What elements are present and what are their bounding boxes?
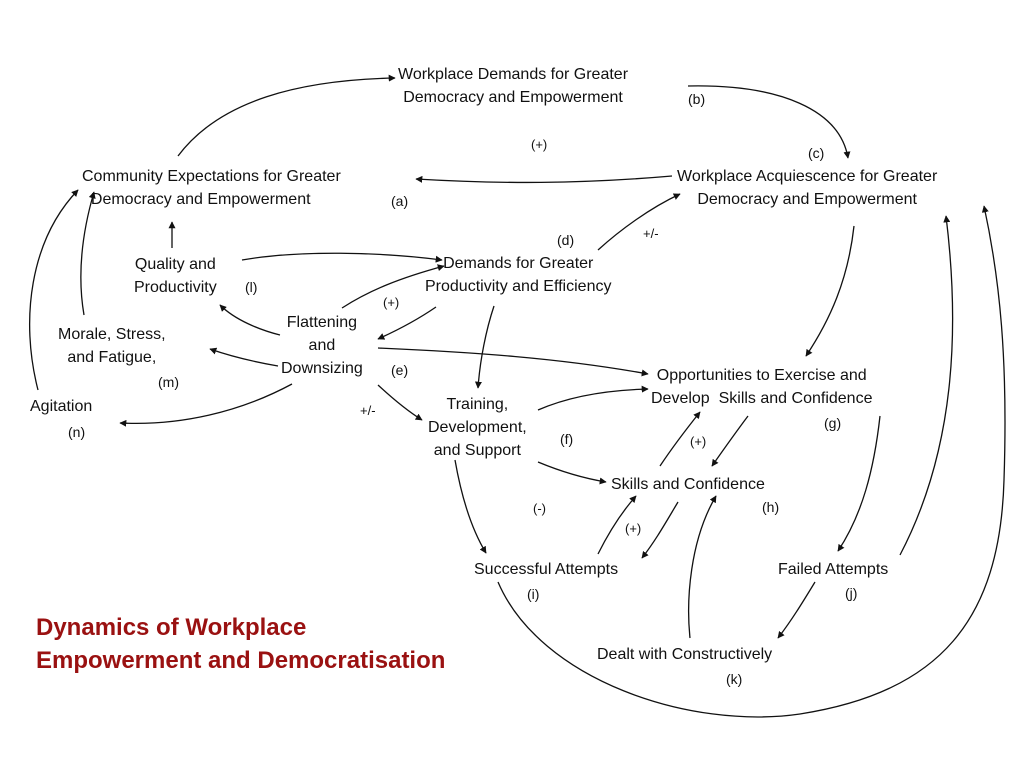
arrow-f-to-h [537,461,607,485]
arrow-f-to-i [454,459,487,554]
node-workplace-demands: Workplace Demands for Greater Democracy … [398,66,629,106]
node-failed-attempts: Failed Attempts [778,561,889,578]
arrow-f-to-g [537,385,649,411]
polarity-flattening-loop: (+) [383,295,400,310]
polarity-opportunity-loop: (+) [690,434,707,449]
tag-i: (i) [527,586,540,602]
arrow-e-to-n [119,383,293,427]
tag-d: (d) [557,232,575,248]
arrow-i-to-h [597,495,637,555]
polarity-success-loop: (+) [625,521,642,536]
tag-k: (k) [726,671,743,687]
arrow-d-to-e [377,306,437,340]
arrow-g-to-j [837,415,881,552]
arrow-g-to-h [711,415,749,467]
arrow-c-to-a [415,175,673,184]
arrow-e-to-d [341,264,445,309]
node-demands-productivity: Demands for Greater Productivity and Eff… [425,255,612,295]
arrow-a-to-b [177,74,396,157]
tag-m: (m) [158,374,179,390]
tag-b: (b) [688,91,706,107]
tag-f: (f) [560,431,574,447]
tag-l: (l) [245,279,258,295]
arrow-j-to-c [899,215,954,556]
arrow-b-to-c [687,85,851,159]
arrow-j-to-k [777,581,816,639]
arrow-h-to-g [659,411,701,467]
tag-g: (g) [824,415,842,431]
arrow-d-to-f [474,305,495,389]
polarity-top-loop: (+) [531,137,548,152]
polarity-lower-loop: (-) [533,501,546,516]
tag-c: (c) [808,145,825,161]
node-opportunities: Opportunities to Exercise and Develop Sk… [651,367,873,407]
node-training-development: Training, Development, and Support [428,396,527,459]
tag-e: (e) [391,362,409,378]
arrow-e-to-m [209,347,279,367]
arrow-k-to-h [688,495,717,639]
node-successful-attempts: Successful Attempts [474,561,619,578]
arrow-d-to-c [597,193,681,251]
arrow-m-to-a [80,191,96,316]
tag-h: (h) [762,499,780,515]
node-skills-confidence: Skills and Confidence [611,476,765,493]
node-quality-productivity: Quality and Productivity [134,256,217,296]
arrow-e-to-f [377,384,423,421]
node-agitation: Agitation [30,398,93,415]
arrow-c-to-g [805,225,855,357]
arrow-i-to-c [497,205,1006,718]
arrow-e-to-l [219,304,281,336]
polarity-training-link: +/- [360,403,376,418]
node-workplace-acquiescence: Workplace Acquiescence for Greater Democ… [677,168,938,208]
node-dealt-constructively: Dealt with Constructively [597,646,773,663]
tag-j: (j) [845,585,858,601]
arrow-n-to-a [29,189,79,391]
arrow-e-to-g [377,347,649,377]
node-community-expectations: Community Expectations for Greater Democ… [82,168,341,208]
arrow-l-to-d [241,252,443,263]
tag-a: (a) [391,193,409,209]
node-morale-stress: Morale, Stress, and Fatigue, [58,326,166,366]
tag-n: (n) [68,424,86,440]
arrow-h-to-i [641,501,679,559]
polarity-acquiescence-link: +/- [643,226,659,241]
diagram-title: Dynamics of Workplace Empowerment and De… [36,614,446,674]
node-flattening-downsizing: Flattening and Downsizing [281,314,363,377]
